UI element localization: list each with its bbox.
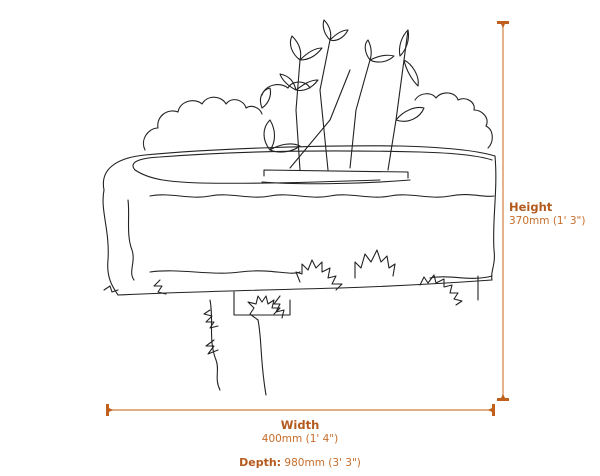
trough-rim-outer (102, 145, 496, 191)
trough-left-side (102, 189, 119, 296)
height-title: Height (509, 200, 553, 214)
back-shrub-right (414, 92, 493, 149)
plant-stem-3 (349, 59, 371, 169)
width-dimension-line (106, 404, 495, 416)
height-value: 370mm (1' 3") (509, 215, 586, 227)
trough-base (117, 279, 493, 296)
back-shrub-center (261, 81, 311, 96)
back-shrub-left (142, 96, 263, 151)
shrub-front-right (419, 274, 463, 306)
planter-insert (263, 169, 409, 179)
trough-foot (233, 291, 291, 316)
depth-title: Depth: (239, 456, 282, 469)
width-title: Width (280, 418, 320, 432)
height-dimension-line (497, 21, 509, 401)
depth-value: 980mm (3' 3") (281, 457, 361, 469)
trailing-plant-center (257, 319, 267, 396)
plant-stem-1 (295, 59, 301, 171)
trough-inner-lip (134, 169, 381, 184)
trough-rim-inner (132, 150, 493, 171)
height-label: Height 370mm (1' 3") (509, 200, 585, 228)
width-value: 400mm (1' 4") (261, 433, 339, 445)
plant-stem-2 (319, 39, 331, 171)
trailing-plant-left (209, 299, 221, 391)
plant-stem-4 (387, 29, 409, 171)
leaf (289, 35, 302, 61)
trough-texture (149, 194, 495, 198)
depth-label: Depth: 980mm (3' 3") (200, 456, 400, 470)
plant-stem-5 (289, 69, 351, 169)
trough-right-side (491, 155, 497, 281)
width-label: Width 400mm (1' 4") (250, 418, 350, 446)
shrub-front-center (295, 259, 343, 291)
